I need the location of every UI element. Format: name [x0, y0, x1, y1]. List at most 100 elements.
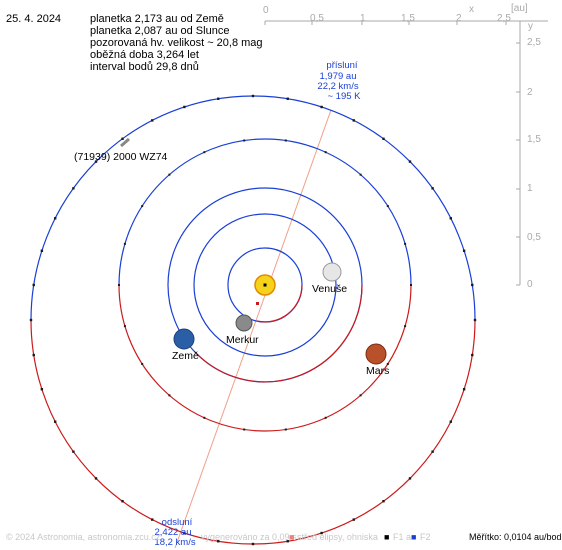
perihelion-temperature: ~ 195 K — [327, 91, 361, 102]
mars-position-dot — [141, 205, 144, 208]
x-axis-tick-3: 1,5 — [401, 13, 415, 24]
asteroid-position-dot — [151, 119, 154, 122]
footer-legend-f2-icon: ■ — [411, 532, 417, 542]
asteroid-position-dot — [471, 353, 474, 357]
y-axis-tick-0: 0 — [527, 279, 533, 290]
asteroid-marker-icon — [120, 137, 130, 148]
y-axis-tick-2: 2 — [527, 87, 533, 98]
y-axis-tick-1: 1 — [527, 183, 533, 194]
info-distance-sun: planetka 2,087 au od Slunce — [90, 25, 230, 37]
y-axis-tick-15: 1,5 — [527, 134, 541, 145]
asteroid-position-dot — [382, 500, 385, 503]
x-axis-tick-4: 2 — [456, 13, 462, 24]
y-axis-tick-05: 0,5 — [527, 232, 541, 243]
asteroid-position-dot — [251, 94, 255, 98]
asteroid-position-dot — [382, 137, 385, 140]
y-axis-letter: y — [528, 21, 533, 32]
asteroid-position-dot — [352, 518, 355, 521]
asteroid-position-dot — [53, 217, 57, 220]
aphelion-distance: 2,422 au — [154, 527, 192, 538]
asteroid-position-dot — [121, 137, 124, 140]
mars-position-dot — [359, 394, 362, 397]
asteroid-position-dot — [29, 318, 33, 322]
mars-position-dot — [404, 325, 407, 328]
orbit-mars-north — [118, 138, 412, 286]
x-axis-tick-2: 1 — [360, 13, 366, 24]
asteroid-position-dot — [320, 105, 323, 109]
asteroid-position-dot — [251, 542, 255, 546]
mercury-icon — [235, 314, 253, 332]
mars-position-dot — [284, 139, 287, 142]
x-axis-tick-0: 0 — [263, 5, 269, 16]
asteroid-name: (71939) 2000 WZ74 — [74, 151, 168, 163]
orbit-venus — [193, 213, 337, 357]
asteroid-position-dot — [94, 160, 98, 163]
asteroid-position-dot — [408, 477, 412, 480]
footer-legend-center: střed elipsy, ohniska — [297, 532, 378, 542]
venus-icon — [322, 262, 342, 282]
info-magnitude: pozorovaná hv. velikost ~ 20,8 mag — [90, 37, 263, 49]
earth-icon — [173, 328, 195, 350]
orbit-mercury-south — [256, 284, 303, 323]
asteroid-orbit-north — [30, 95, 476, 321]
ellipse-center-mark — [256, 302, 259, 305]
perihelion-speed: 22,2 km/s — [317, 81, 359, 92]
mars-position-dot — [359, 173, 362, 176]
asteroid-position-dot — [462, 249, 466, 252]
asteroid-orbit-south — [30, 319, 476, 545]
mars-position-dot — [324, 151, 327, 154]
mars-position-dot — [123, 242, 126, 245]
info-period: oběžná doba 3,264 let — [90, 49, 199, 61]
asteroid-position-dot — [286, 97, 289, 100]
orbit-mars-south — [118, 284, 412, 432]
perihelion-distance: 1,979 au — [319, 71, 357, 82]
mars-position-dot — [123, 325, 126, 328]
asteroid-position-dot — [320, 531, 323, 535]
mars-position-dot — [410, 284, 412, 286]
asteroid-position-dot — [462, 388, 466, 391]
footer-legend-f2: F2 — [420, 532, 431, 542]
info-distance-earth: planetka 2,173 au od Země — [90, 13, 224, 25]
mars-position-dot — [118, 284, 120, 286]
orbit-canvas — [29, 20, 548, 549]
mars-position-dot — [141, 362, 144, 365]
mars-position-dot — [284, 428, 287, 431]
asteroid-position-dot — [449, 420, 453, 423]
asteroid-position-dot — [94, 477, 98, 480]
mars-position-dot — [243, 139, 246, 142]
footer-legend-f1-icon: ■ — [384, 532, 390, 542]
planet-label-venus: Venuše — [312, 283, 348, 295]
asteroid-position-dot — [121, 500, 124, 503]
asteroid-position-dot — [471, 283, 474, 287]
mars-position-dot — [168, 173, 171, 176]
mars-icon — [365, 343, 387, 365]
asteroid-position-dot — [352, 119, 355, 122]
perihelion-title: přísluní — [326, 60, 358, 71]
asteroid-position-dot — [217, 97, 220, 100]
footer-generated: vygenerováno za 0,09 s — [201, 532, 297, 542]
sun-center-mark — [263, 283, 267, 287]
date-label: 25. 4. 2024 — [6, 13, 62, 25]
mars-position-dot — [243, 428, 246, 431]
info-interval: interval bodů 29,8 dnů — [90, 61, 199, 73]
x-axis-letter: x — [469, 4, 474, 15]
asteroid-position-dot — [40, 388, 44, 391]
footer-legend-f1: F1 a — [393, 532, 412, 542]
asteroid-position-dot — [473, 318, 477, 322]
asteroid-position-dot — [32, 353, 35, 357]
aphelion-title: odsluní — [161, 517, 193, 528]
mars-position-dot — [386, 205, 389, 208]
planet-label-mars: Mars — [366, 365, 390, 377]
mars-position-dot — [386, 362, 389, 365]
asteroid-position-dot — [40, 249, 44, 252]
apsis-line — [174, 109, 332, 549]
asteroid-position-dot — [53, 420, 57, 423]
asteroid-position-dot — [431, 187, 434, 190]
scale-label: Měřítko: 0,0104 au/bod — [469, 532, 562, 542]
asteroid-position-dot — [151, 518, 154, 521]
mars-position-dot — [324, 416, 327, 419]
planet-label-mercury: Merkur — [226, 334, 259, 346]
footer-copyright: © 2024 Astronomia, astronomia.zcu.cz — [6, 532, 161, 542]
asteroid-position-dot — [217, 540, 220, 543]
asteroid-position-dot — [286, 540, 289, 543]
